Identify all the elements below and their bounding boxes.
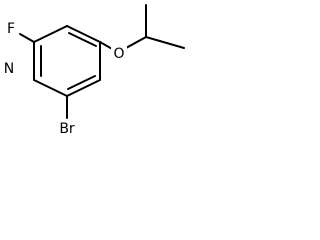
atom-labels: F N O Br — [1, 20, 127, 137]
bond-c2-c3 — [33, 25, 68, 43]
bond-c6-n1 — [33, 79, 68, 97]
bond-c3-c4 — [66, 25, 101, 43]
substituent-bonds — [19, 4, 185, 119]
bond-c5-c6-inner — [67, 75, 96, 90]
atom-label-oxygen: O — [113, 46, 124, 62]
bond-o-ch — [125, 36, 147, 49]
bond-c3-c4-inner — [68, 32, 97, 47]
atom-label-nitrogen: N — [4, 61, 14, 77]
pyridine-ring — [33, 25, 101, 97]
atom-label-fluorine: F — [7, 21, 15, 37]
bond-c2-f — [19, 33, 35, 43]
atom-label-bromine: Br — [59, 121, 75, 137]
chemical-structure: F N O Br — [1, 4, 185, 137]
bond-c5-c6 — [66, 79, 101, 97]
bond-ch-methyl-right — [145, 36, 185, 49]
